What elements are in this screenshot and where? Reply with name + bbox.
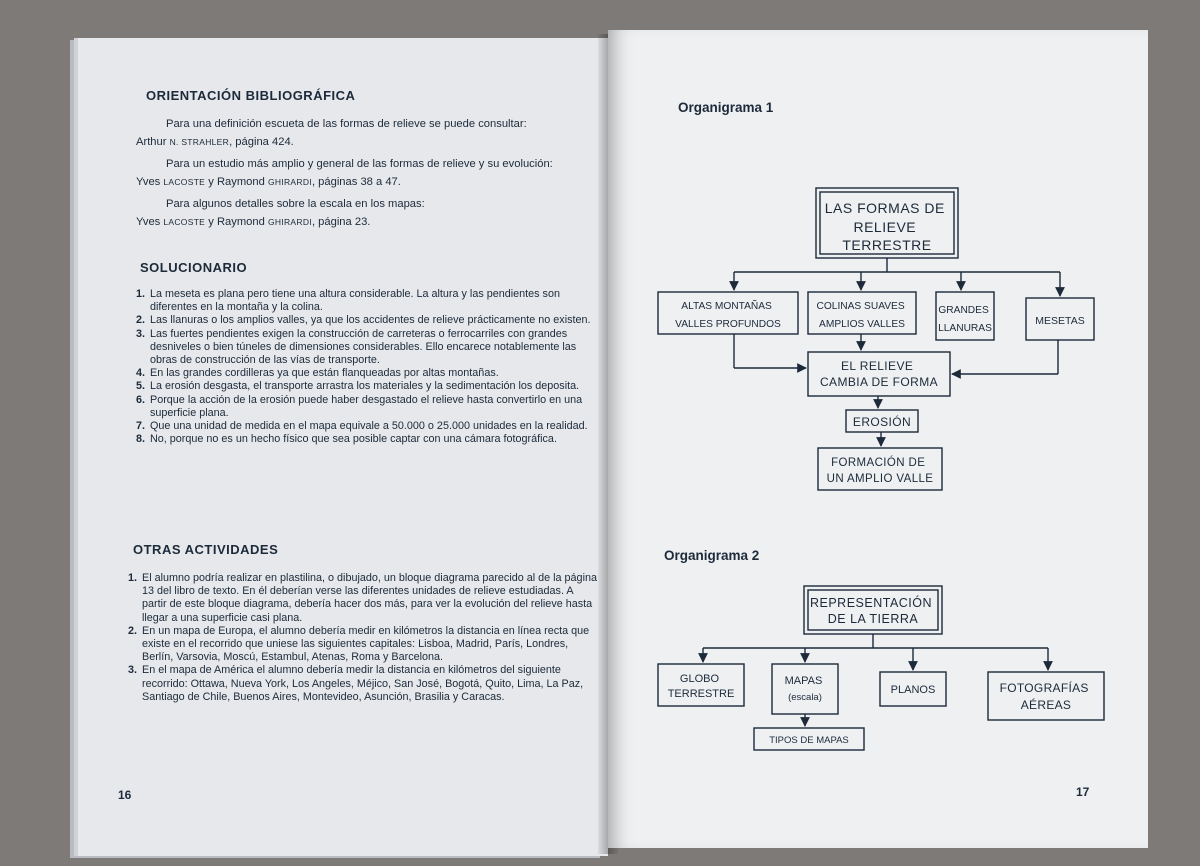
list-item: No, porque no es un hecho físico que sea… <box>148 433 600 446</box>
org1-box-erosion <box>845 409 919 433</box>
org1-mesetas-label: MESETAS <box>1035 315 1084 327</box>
org2-box-planos <box>879 671 947 707</box>
org1-root-box-inner <box>819 191 955 255</box>
org2-box-fotografias <box>987 671 1105 721</box>
solucionario-list: La meseta es plana pero tiene una altura… <box>130 288 600 446</box>
list-item: En las grandes cordilleras ya que están … <box>148 367 600 380</box>
bibliography-paragraph-3: Para algunos detalles sobre la escala en… <box>166 198 425 210</box>
bibliography-paragraph-1: Para una definición escueta de las forma… <box>166 118 527 130</box>
org1-grandes-llanuras-label: GRANDES LLANURAS <box>938 305 992 334</box>
right-page: Organigrama 1 Organigrama 2 17 <box>608 30 1148 848</box>
org1-colinas-suaves-label: COLINAS SUAVES AMPLIOS VALLES <box>817 301 908 330</box>
org2-globo-label: GLOBO TERRESTRE <box>668 673 735 700</box>
org2-root-label: REPRESENTACIÓN DE LA TIERRA <box>810 595 936 626</box>
organigrams-diagram: LAS FORMAS DE RELIEVE TERRESTRE ALTAS MO… <box>657 187 1105 751</box>
bibliography-reference-1: Arthur N. STRAHLER, página 424. <box>136 136 294 148</box>
org2-planos-label: PLANOS <box>891 684 936 696</box>
bibliography-reference-2: Yves LACOSTE y Raymond GHIRARDI, páginas… <box>136 176 401 188</box>
page-number-left: 16 <box>118 788 132 802</box>
org1-box-formacion <box>817 447 943 491</box>
list-item: Porque la acción de la erosión puede hab… <box>148 394 600 420</box>
org2-box-globo <box>657 663 745 707</box>
organigrama-2-title: Organigrama 2 <box>664 548 760 563</box>
list-item: La meseta es plana pero tiene una altura… <box>148 288 600 314</box>
bibliography-heading: ORIENTACIÓN BIBLIOGRÁFICA <box>146 88 356 103</box>
otras-actividades-heading: OTRAS ACTIVIDADES <box>133 542 279 557</box>
org2-tipos-mapas-label: TIPOS DE MAPAS <box>769 735 849 746</box>
list-item: Las llanuras o los amplios valles, ya qu… <box>148 314 600 327</box>
list-item: El alumno podría realizar en plastilina,… <box>140 572 598 625</box>
org2-box-tipos-mapas <box>753 727 865 751</box>
organigrama-1-title: Organigrama 1 <box>678 100 774 115</box>
org1-cambia-forma-label: EL RELIEVE CAMBIA DE FORMA <box>820 359 938 389</box>
otras-actividades-list: El alumno podría realizar en plastilina,… <box>122 572 598 704</box>
list-item: La erosión desgasta, el transporte arras… <box>148 380 600 393</box>
org2-fotografias-label: FOTOGRAFÍAS AÉREAS <box>1000 680 1093 712</box>
org1-box-mesetas <box>1025 297 1095 341</box>
org2-root-box <box>803 585 943 635</box>
bibliography-paragraph-2: Para un estudio más amplio y general de … <box>166 158 553 170</box>
org1-box-cambia-forma <box>807 351 951 397</box>
org1-erosion-label: EROSIÓN <box>853 414 911 429</box>
org1-formacion-label: FORMACIÓN DE UN AMPLIO VALLE <box>827 456 934 485</box>
list-item: Que una unidad de medida en el mapa equi… <box>148 420 600 433</box>
org2-box-mapas <box>771 663 839 715</box>
list-item: Las fuertes pendientes exigen la constru… <box>148 328 600 368</box>
org2-mapas-label: MAPAS (escala) <box>785 675 826 703</box>
org1-altas-montanas-label: ALTAS MONTAÑAS VALLES PROFUNDOS <box>675 299 781 330</box>
list-item: En el mapa de América el alumno debería … <box>140 664 598 704</box>
solucionario-heading: SOLUCIONARIO <box>140 260 248 275</box>
org2-root-box-inner <box>807 589 939 631</box>
list-item: En un mapa de Europa, el alumno debería … <box>140 625 598 665</box>
org1-box-altas-montanas <box>657 291 799 335</box>
org1-box-colinas-suaves <box>807 291 917 335</box>
bibliography-reference-3: Yves LACOSTE y Raymond GHIRARDI, página … <box>136 216 371 228</box>
org1-root-label: LAS FORMAS DE RELIEVE TERRESTRE <box>825 200 949 253</box>
org1-box-grandes-llanuras <box>935 291 995 341</box>
page-number-right: 17 <box>1076 785 1090 799</box>
left-page: ORIENTACIÓN BIBLIOGRÁFICA Para una defin… <box>78 38 608 856</box>
